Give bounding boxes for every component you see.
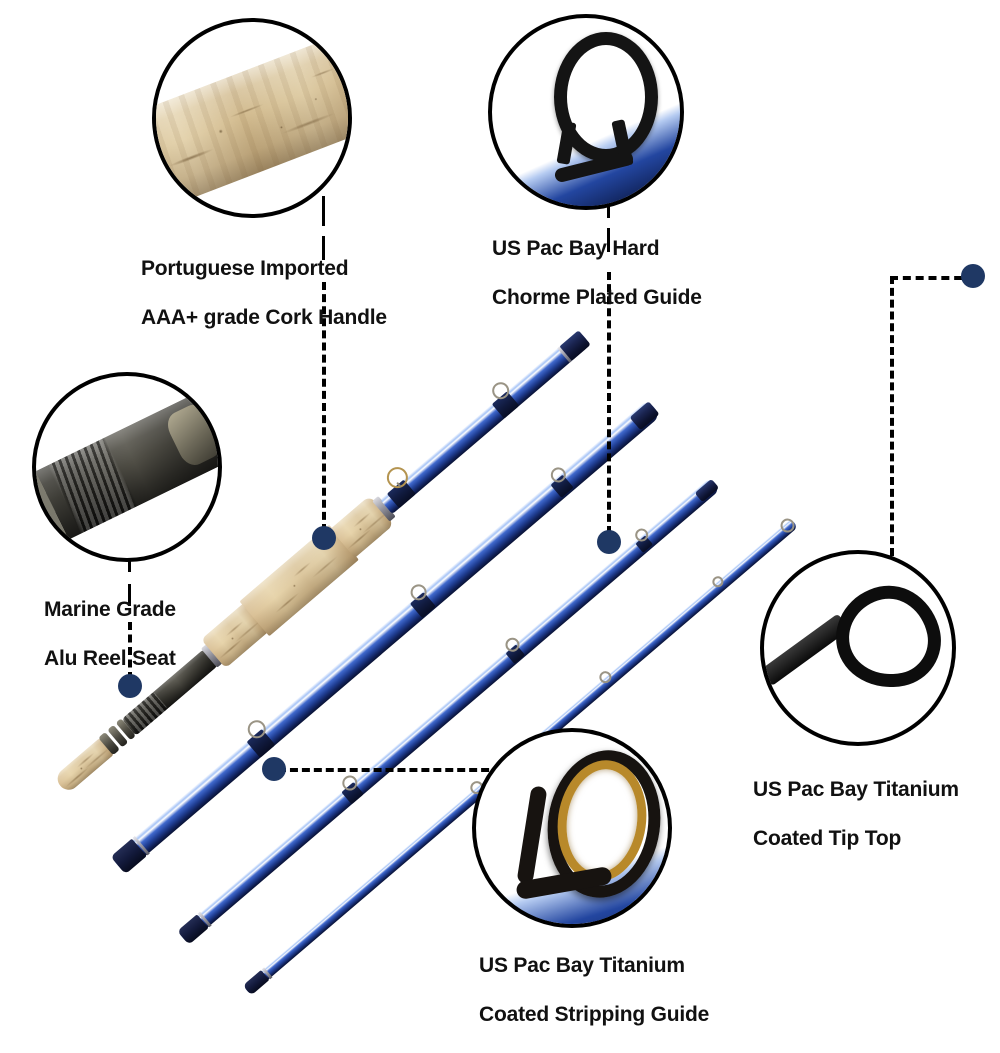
callout-circle-tip-top bbox=[760, 550, 956, 746]
leader-line-cork bbox=[322, 282, 326, 532]
stripping-guide-photo-frame bbox=[476, 732, 668, 924]
stripping-guide-support-leg bbox=[516, 785, 548, 885]
callout-circle-reel-seat bbox=[32, 372, 222, 562]
marker-dot-cork bbox=[312, 526, 336, 550]
callout-circle-stripping-guide bbox=[472, 728, 672, 928]
callout-label-tip-top: US Pac Bay Titanium Coated Tip Top bbox=[753, 753, 959, 877]
reel-seat-rings-photo bbox=[36, 376, 218, 558]
leader-line-cork-upper bbox=[322, 196, 325, 226]
tip-top-tube-icon bbox=[764, 613, 850, 687]
marker-dot-stripping bbox=[262, 757, 286, 781]
leader-line-cork-mid bbox=[322, 236, 325, 260]
leader-line-chrome-mid bbox=[607, 228, 610, 252]
leader-line-tip-vertical bbox=[890, 276, 894, 556]
callout-label-hard-chrome-guide-line2: Chorme Plated Guide bbox=[492, 286, 702, 310]
marker-dot-chrome bbox=[597, 530, 621, 554]
leader-line-stripping bbox=[278, 768, 513, 772]
tip-top-photo-frame bbox=[764, 554, 952, 742]
callout-label-reel-seat-line1: Marine Grade bbox=[44, 597, 176, 621]
callout-circle-hard-chrome-guide bbox=[488, 14, 684, 210]
callout-label-reel-seat: Marine Grade Alu Reel Seat bbox=[44, 573, 176, 697]
cork-surface-photo bbox=[156, 26, 348, 214]
leader-line-seat-mid bbox=[128, 584, 131, 606]
marker-dot-seat bbox=[118, 674, 142, 698]
callout-label-hard-chrome-guide-line1: US Pac Bay Hard bbox=[492, 236, 660, 260]
callout-label-tip-top-line2: Coated Tip Top bbox=[753, 827, 902, 851]
leader-line-tip-horizontal bbox=[890, 276, 975, 280]
callout-label-stripping-guide-line2: Coated Stripping Guide bbox=[479, 1003, 710, 1027]
callout-label-cork-handle-line1: Portuguese Imported bbox=[141, 256, 349, 280]
reel-seat-photo-frame bbox=[36, 376, 218, 558]
infographic-canvas: Portuguese Imported AAA+ grade Cork Hand… bbox=[0, 0, 1000, 1000]
callout-label-stripping-guide: US Pac Bay Titanium Coated Stripping Gui… bbox=[479, 929, 709, 1053]
callout-label-cork-handle: Portuguese Imported AAA+ grade Cork Hand… bbox=[141, 232, 387, 356]
callout-label-hard-chrome-guide: US Pac Bay Hard Chorme Plated Guide bbox=[492, 212, 702, 336]
leader-line-seat bbox=[128, 622, 132, 680]
tip-top-ring-icon bbox=[826, 576, 950, 698]
callout-label-tip-top-line1: US Pac Bay Titanium bbox=[753, 777, 959, 801]
callout-circle-cork-handle bbox=[152, 18, 352, 218]
cork-photo-frame bbox=[156, 22, 348, 214]
snake-guide-photo-frame bbox=[492, 18, 680, 206]
callout-label-reel-seat-line2: Alu Reel Seat bbox=[44, 647, 176, 671]
marker-dot-tip bbox=[961, 264, 985, 288]
callout-label-stripping-guide-line1: US Pac Bay Titanium bbox=[479, 953, 685, 977]
callout-label-cork-handle-line2: AAA+ grade Cork Handle bbox=[141, 306, 387, 330]
leader-line-chrome bbox=[607, 272, 611, 534]
